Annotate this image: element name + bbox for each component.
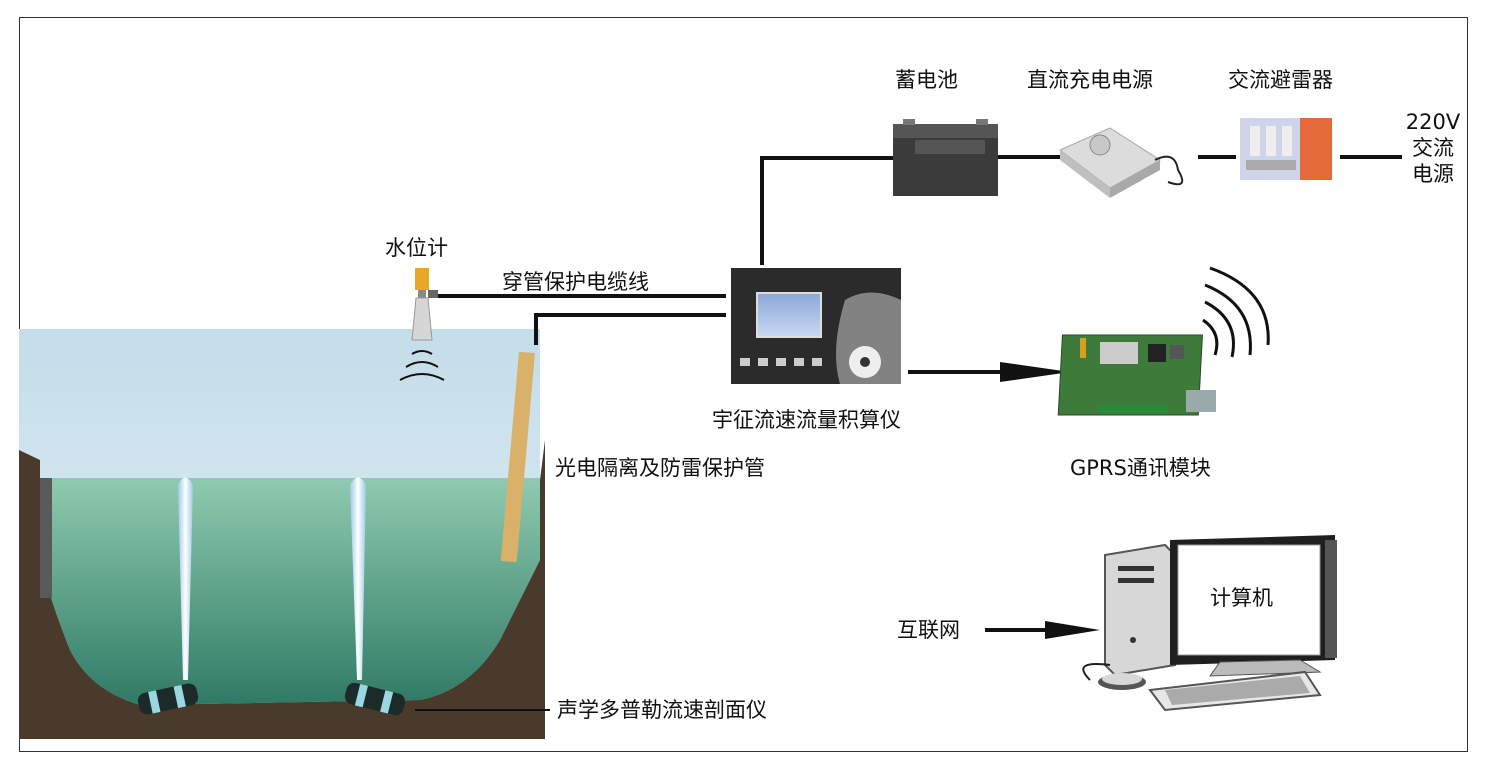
- gprs-label: GPRS通讯模块: [1070, 456, 1211, 480]
- beam-right: [350, 477, 366, 680]
- adcp-sensor-left: [137, 683, 199, 715]
- ac-source-label: 220V 交流 电源: [1404, 109, 1462, 187]
- battery-label: 蓄电池: [895, 68, 958, 92]
- cable-label: 穿管保护电缆线: [502, 270, 649, 294]
- computer-device: [1082, 535, 1337, 712]
- integrator-label: 宇征流速流量积算仪: [712, 408, 901, 432]
- gprs-module-device: [1057, 266, 1270, 416]
- beam-left: [178, 477, 193, 680]
- dc-power-label: 直流充电电源: [1027, 68, 1153, 92]
- adcp-sensor-right: [344, 682, 406, 716]
- arrester-device: [1240, 118, 1332, 180]
- gprs-arrow-head: [1000, 362, 1070, 382]
- ac-arrester-label: 交流避雷器: [1228, 68, 1333, 92]
- level-gauge-label: 水位计: [385, 236, 448, 260]
- computer-screen-label: 计算机: [1210, 586, 1273, 610]
- ac-source-line2: 交流: [1412, 136, 1454, 160]
- water-body: [40, 478, 540, 705]
- ac-source-line3: 电源: [1412, 162, 1454, 186]
- battery-device: [893, 119, 998, 196]
- level-gauge-device: [399, 268, 445, 381]
- cables: [438, 155, 1402, 345]
- isolation-pipe-label: 光电隔离及防雷保护管: [555, 456, 765, 480]
- dc-power-device: [1059, 127, 1184, 198]
- internet-label: 互联网: [897, 618, 960, 642]
- integrator-device: [731, 268, 901, 384]
- river-section: [19, 329, 550, 739]
- adcp-label: 声学多普勒流速剖面仪: [557, 698, 767, 722]
- left-post: [40, 478, 52, 598]
- isolation-pipe: [500, 351, 535, 563]
- ac-source-line1: 220V: [1405, 110, 1461, 134]
- internet-arrow-head: [1045, 621, 1100, 639]
